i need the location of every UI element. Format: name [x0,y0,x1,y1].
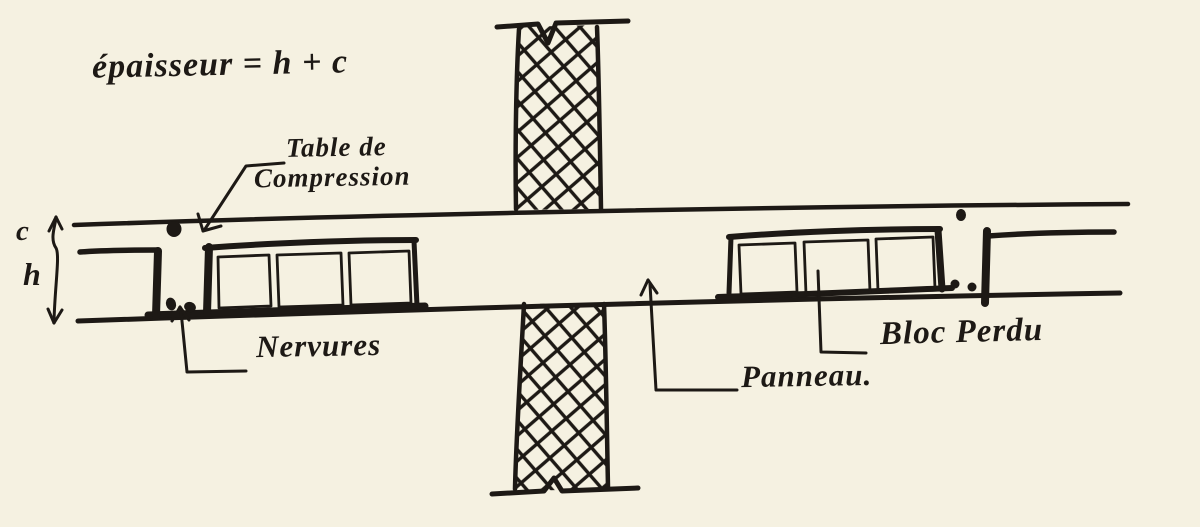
rebar-dot [166,221,182,237]
block-group-right-left-edge [726,234,734,296]
rebar-dots [165,209,977,313]
column-top-break-line [494,18,631,46]
leader-nervures [170,305,248,374]
hollow-block [802,238,872,296]
formula-epaisseur: épaisseur = h + c [91,43,349,86]
hollow-block [737,241,799,296]
rib-left-outer [152,247,162,320]
label-nervures: Nervures [255,326,382,365]
rebar-dot [967,282,977,292]
slab-bottom-line [75,290,1123,324]
column-lower-crosshatch [489,301,641,497]
hollow-block [216,253,273,310]
label-panneau: Panneau. [740,356,873,395]
rebar-dot [184,301,196,313]
block-group-left-top-edge [202,237,419,251]
rib-right [981,227,991,307]
hollow-block [347,249,413,307]
table-underside-right [985,229,1117,239]
hollow-block [275,251,345,309]
block-group-left [202,237,420,310]
column-upper-left-edge [513,26,522,212]
block-group-left-right-edge [411,238,420,309]
hollow-block [874,235,937,293]
dimension-label-c: c [16,215,30,247]
column-upper-right-edge [594,24,604,212]
column-lower-left-edge [512,301,527,492]
label-bloc-perdu: Bloc Perdu [879,311,1044,353]
table-underside-left [77,247,161,255]
column-bottom-break-line [489,475,641,497]
rebar-dot [950,279,960,289]
block-group-right [726,226,946,296]
label-table-de-compression-line2: Compression [253,160,411,194]
block-group-right-right-edge [934,226,946,293]
dimension-line-c-h [46,215,64,325]
column-lower-right-edge [601,301,611,490]
dimension-label-h: h [23,256,42,292]
rib-left-inner [203,243,213,317]
slab-top-line [71,201,1131,228]
label-table-de-compression-line1: Table de [285,131,387,163]
leader-panneau [639,278,739,392]
block-group-right-top-edge [726,226,943,240]
leader-bloc-perdu [816,269,868,355]
rebar-dot [165,297,177,311]
column-upper-crosshatch [494,18,631,212]
rebar-dot [956,209,966,221]
leader-table-de-compression [196,161,286,233]
